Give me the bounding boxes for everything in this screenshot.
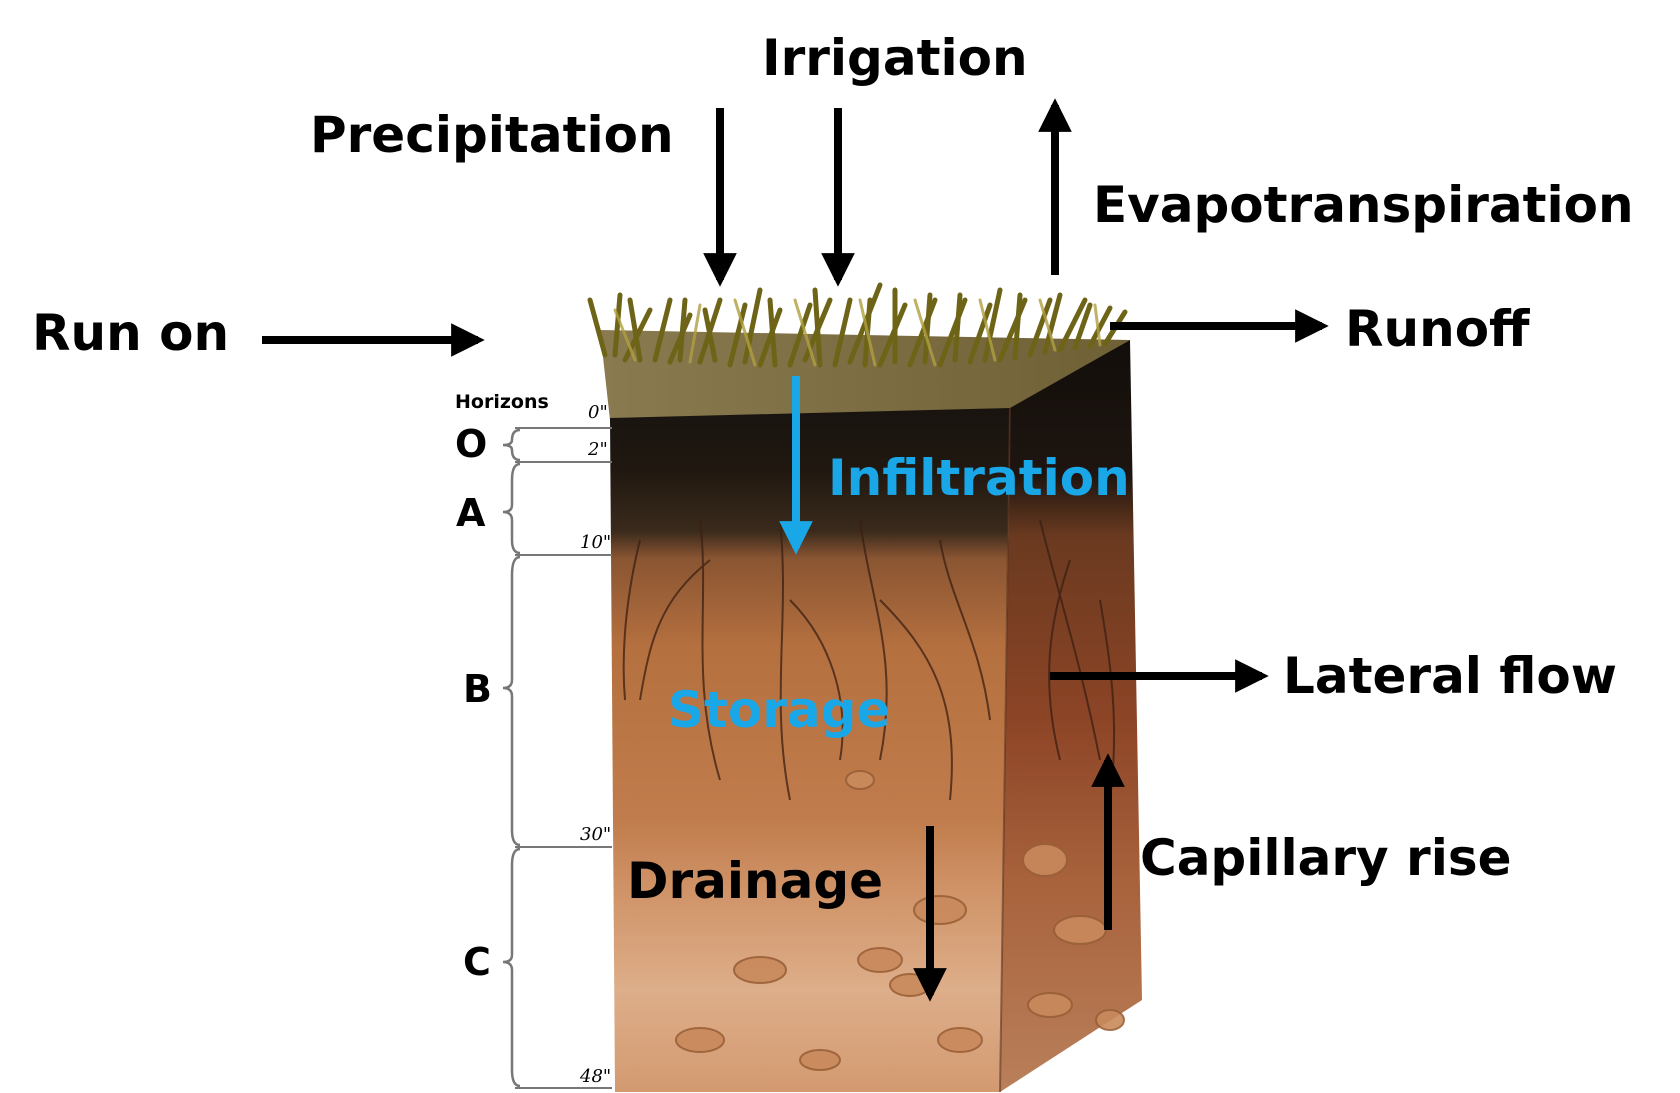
depth-48: 48" <box>579 1066 611 1087</box>
horizons-title: Horizons <box>455 391 549 413</box>
horizon-b-letter: B <box>463 667 492 711</box>
depth-10: 10" <box>580 532 611 553</box>
brace-o <box>502 428 521 462</box>
run-on-label: Run on <box>32 304 229 362</box>
irrigation-label: Irrigation <box>762 29 1028 87</box>
brace-a <box>502 462 521 555</box>
brace-c <box>502 847 521 1088</box>
horizon-c-letter: C <box>463 940 491 984</box>
soil-front-face <box>610 408 1010 1092</box>
flow-arrows <box>262 98 1329 1002</box>
horizon-a-letter: A <box>456 491 486 535</box>
soil-block <box>587 282 1142 1093</box>
roots <box>622 519 1116 801</box>
precipitation-label: Precipitation <box>310 106 674 164</box>
horizon-scale: Horizons 0" 2" 10" 30" 48" O A B C <box>455 391 612 1089</box>
flow-labels: Irrigation Precipitation Evapotranspirat… <box>32 29 1634 910</box>
capillary-rise-label: Capillary rise <box>1140 829 1512 887</box>
horizon-o-letter: O <box>455 422 487 466</box>
stones <box>675 770 1125 1071</box>
depth-30: 30" <box>580 824 611 845</box>
evapotranspiration-label: Evapotranspiration <box>1093 176 1634 234</box>
drainage-label: Drainage <box>627 852 883 910</box>
brace-b <box>502 555 521 847</box>
depth-0: 0" <box>588 402 608 423</box>
lateral-flow-label: Lateral flow <box>1283 647 1617 705</box>
storage-label: Storage <box>668 681 890 739</box>
runoff-label: Runoff <box>1345 300 1530 358</box>
depth-2: 2" <box>587 439 608 460</box>
infiltration-label: Infiltration <box>828 449 1130 507</box>
